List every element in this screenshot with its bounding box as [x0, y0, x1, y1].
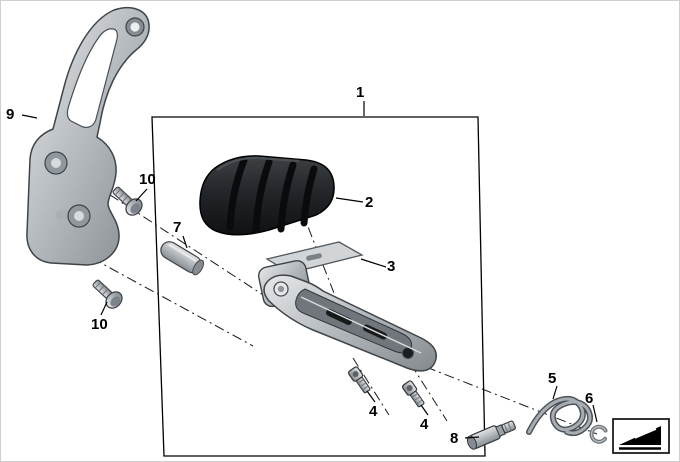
callout-part-10-upper: 10 [139, 171, 156, 188]
callout-part-4-right: 4 [420, 416, 429, 433]
part4-bolt-left [347, 365, 373, 396]
bracket-cutout [66, 28, 118, 128]
part8-pivot-pin [466, 420, 516, 450]
callout-part-4-left: 4 [369, 403, 378, 420]
callout-part-8: 8 [450, 430, 459, 447]
callout-part-3: 3 [387, 258, 396, 275]
callout-part-6: 6 [585, 390, 594, 407]
part9-footrest-bracket [26, 6, 150, 266]
part7-pin [160, 241, 205, 276]
callout-part-5: 5 [548, 370, 557, 387]
callout-part-7: 7 [173, 219, 182, 236]
callout-leader-lines [21, 101, 598, 439]
part10-screw-lower [88, 275, 126, 313]
callout-part-10-lower: 10 [91, 316, 108, 333]
callout-part-9: 9 [6, 106, 15, 123]
part1-boundary-box [151, 116, 486, 457]
part6-circlip [589, 424, 608, 444]
callout-part-1: 1 [356, 84, 365, 101]
callout-part-2: 2 [365, 194, 374, 211]
part5-spring [526, 395, 593, 437]
part10-screw-upper [108, 182, 146, 220]
brand-logo [612, 418, 670, 454]
footpeg-body [257, 259, 437, 372]
part4-bolt-right [401, 379, 427, 410]
part2-rubber-pad [199, 155, 335, 236]
